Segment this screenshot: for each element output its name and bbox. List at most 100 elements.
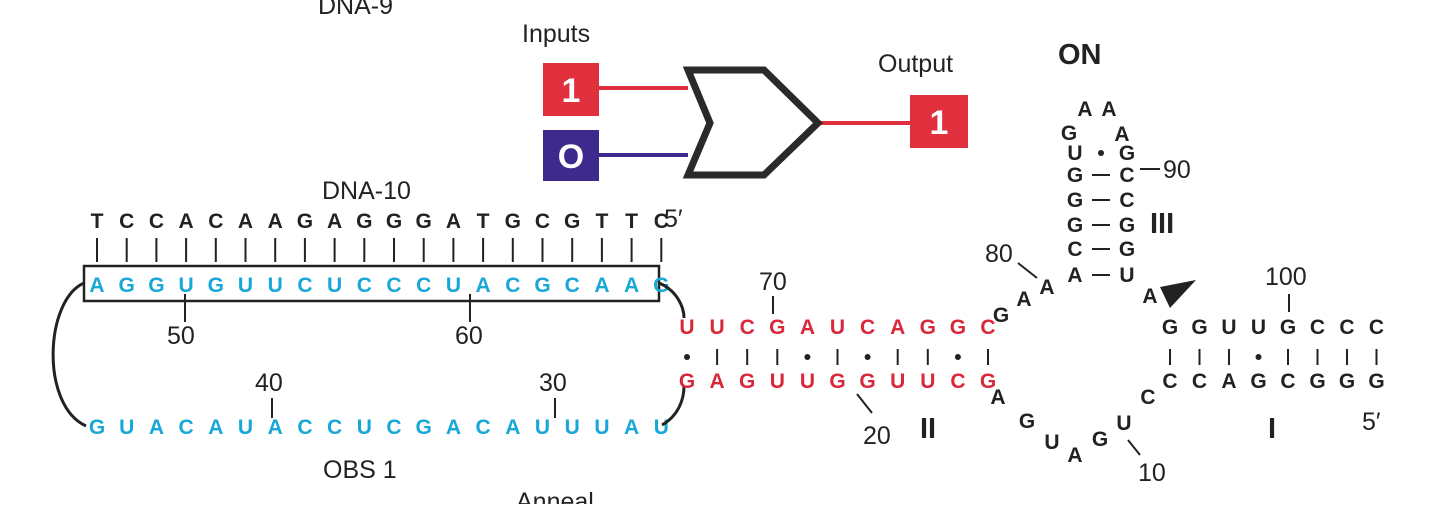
- dna10-nt: A: [268, 210, 283, 233]
- bulge-nt: G: [1019, 410, 1035, 433]
- number-90: 90: [1163, 156, 1191, 184]
- stem-ii-bottom-nt: G: [859, 370, 875, 393]
- loop-iii-nt: A: [1114, 123, 1129, 146]
- stem-i-bottom-nt: G: [1250, 370, 1266, 393]
- stem-ii-bottom-nt: A: [710, 370, 725, 393]
- stem-ii-bottom-nt: U: [920, 370, 935, 393]
- bulge-nt: G: [1092, 428, 1108, 451]
- stem-i-bottom-nt: C: [1192, 370, 1207, 393]
- obs-bottom-nt: C: [386, 416, 401, 439]
- stem-ii-top-nt: A: [890, 316, 905, 339]
- obs1-label: OBS 1: [323, 456, 397, 484]
- stem-ii-wobble: [864, 354, 871, 360]
- obs-bottom-nt: U: [654, 416, 669, 439]
- stem-iii-left-nt: U: [1067, 142, 1082, 165]
- stem-ii-top-nt: C: [860, 316, 875, 339]
- number-40: 40: [255, 369, 283, 397]
- obs-bottom-nt: A: [149, 416, 164, 439]
- obs-bottom-nt: G: [89, 416, 105, 439]
- dna10-nt: G: [564, 210, 580, 233]
- obs-bottom-nt: C: [476, 416, 491, 439]
- obs-bottom-nt: U: [565, 416, 580, 439]
- loop-iii-nt: G: [1061, 122, 1077, 145]
- stem-ii-wobble: [804, 354, 811, 360]
- number-20: 20: [863, 422, 891, 450]
- obs-bottom-nt: C: [297, 416, 312, 439]
- stem-iii-left-nt: G: [1067, 214, 1083, 237]
- dna10-nt: C: [149, 210, 164, 233]
- numbers-left: 50 60 40 30: [167, 294, 567, 418]
- anneal-label: Anneal: [516, 488, 594, 504]
- obs-top-nt: A: [476, 274, 491, 297]
- output-label: Output: [878, 50, 953, 78]
- stem-ii-top-nt: A: [800, 316, 815, 339]
- stem-i-top-nt: G: [1162, 316, 1178, 339]
- stem-ii-top-nt: C: [740, 316, 755, 339]
- number-10: 10: [1138, 459, 1166, 487]
- dna10-label: DNA-10: [322, 177, 411, 205]
- stem-i-top-nt: C: [1310, 316, 1325, 339]
- obs-bottom-nt: C: [179, 416, 194, 439]
- number-100: 100: [1265, 263, 1307, 291]
- number-30: 30: [539, 369, 567, 397]
- number-80: 80: [985, 240, 1013, 268]
- stem-i-top-nt: G: [1191, 316, 1207, 339]
- stem-iii-left-nt: C: [1067, 238, 1082, 261]
- or-gate-group: 1 O 1: [543, 63, 968, 181]
- stem-iii-right-nt: C: [1119, 189, 1134, 212]
- dna10-nt: T: [625, 210, 638, 233]
- obs-bottom-nt: U: [594, 416, 609, 439]
- obs-top-right-arc: [658, 281, 686, 319]
- obs-top-nt: A: [89, 274, 104, 297]
- number-50: 50: [167, 322, 195, 350]
- stem-i-bottom-nt: C: [1162, 370, 1177, 393]
- stem-i-top-nt: G: [1280, 316, 1296, 339]
- stem-iii-wobble: [1098, 150, 1104, 156]
- stem-iii-right-nt: G: [1119, 214, 1135, 237]
- bulge-nt: U: [1116, 412, 1131, 435]
- dna10-nt: G: [356, 210, 372, 233]
- dna10-nt: T: [595, 210, 608, 233]
- stem-i-bottom-nt: G: [1309, 370, 1325, 393]
- bulge-nt: A: [990, 386, 1005, 409]
- output-value: 1: [930, 104, 949, 142]
- stem-ii-top-nt: G: [769, 316, 785, 339]
- stem-ii-bottom-nt: G: [829, 370, 845, 393]
- dna9-label: DNA-9: [318, 0, 393, 20]
- stem-i-bottom-nt: G: [1339, 370, 1355, 393]
- stem-i-bottom-nt: G: [1368, 370, 1384, 393]
- obs-left-arc: [51, 281, 87, 428]
- or-gate-symbol: [682, 66, 824, 179]
- input-2-value: O: [558, 138, 584, 176]
- obs-top-nt: C: [357, 274, 372, 297]
- stem-ii-bottom-nt: G: [980, 370, 996, 393]
- obs-top-nt: U: [446, 274, 461, 297]
- stem-ii-wobble: [684, 354, 690, 360]
- obs-top-nt: A: [624, 274, 639, 297]
- obs-top-nt: A: [594, 274, 609, 297]
- obs-top-nt: C: [297, 274, 312, 297]
- obs-top-nt: C: [565, 274, 580, 297]
- stem-ii-top-nt: G: [920, 316, 936, 339]
- obs-top-nt: G: [534, 274, 550, 297]
- tick-20: [856, 393, 873, 414]
- dna10-nt: T: [91, 210, 104, 233]
- dna10-nt: A: [238, 210, 253, 233]
- stem-ii-bottom-nt: G: [679, 370, 695, 393]
- input-2-box: [543, 130, 599, 181]
- dna10-nt: A: [179, 210, 194, 233]
- obs-bottom-nt: U: [238, 416, 253, 439]
- stem-ii-bottom-nt: G: [739, 370, 755, 393]
- dna10-nt: A: [446, 210, 461, 233]
- on-state-label: ON: [1058, 39, 1102, 71]
- tick-10: [1127, 439, 1141, 456]
- dna10-nt: G: [505, 210, 521, 233]
- number-60: 60: [455, 322, 483, 350]
- obs-bottom-nt: A: [505, 416, 520, 439]
- stem-ii-top-nt: U: [710, 316, 725, 339]
